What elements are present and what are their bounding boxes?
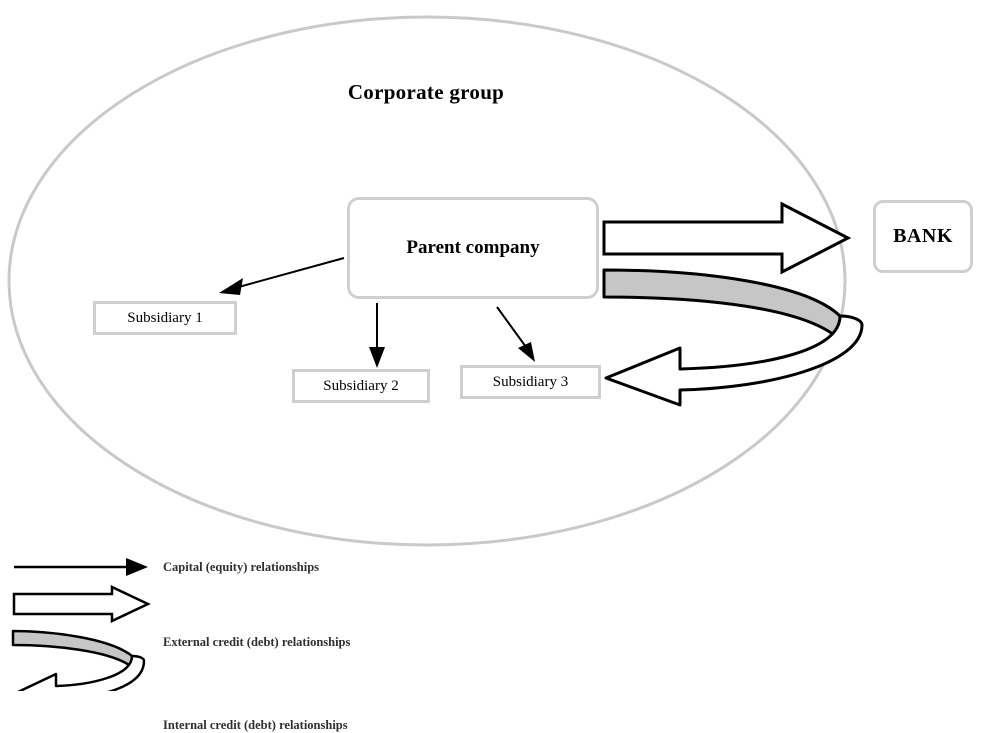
internal-credit-curved-arrow — [602, 268, 864, 407]
external-credit-block-arrow — [602, 201, 852, 275]
curved-block-arrow-icon — [11, 629, 146, 691]
edge-parent-to-subsidiary-3 — [496, 306, 535, 362]
legend-label-external: External credit (debt) relationships — [163, 635, 351, 649]
edge-parent-to-subsidiary-1 — [219, 257, 345, 295]
page-title: Corporate group — [347, 80, 505, 104]
legend-item-capital: Capital (equity) relationships — [0, 545, 520, 585]
edge-parent-to-subsidiary-2 — [369, 303, 385, 368]
legend-label-internal: Internal credit (debt) relationships — [163, 718, 348, 732]
node-subsidiary-3[interactable]: Subsidiary 3 — [460, 365, 601, 399]
node-bank[interactable]: BANK — [873, 200, 973, 273]
node-parent-company[interactable]: Parent company — [347, 197, 599, 299]
thin-arrow-icon — [14, 558, 148, 576]
block-arrow-icon — [12, 585, 151, 623]
node-subsidiary-1[interactable]: Subsidiary 1 — [93, 301, 237, 335]
legend-label-capital: Capital (equity) relationships — [163, 560, 320, 574]
node-subsidiary-2[interactable]: Subsidiary 2 — [292, 369, 430, 403]
legend: Capital (equity) relationships External … — [0, 545, 520, 732]
legend-item-external: External credit (debt) relationships — [0, 585, 520, 649]
legend-item-internal: Internal credit (debt) relationships — [0, 625, 520, 732]
